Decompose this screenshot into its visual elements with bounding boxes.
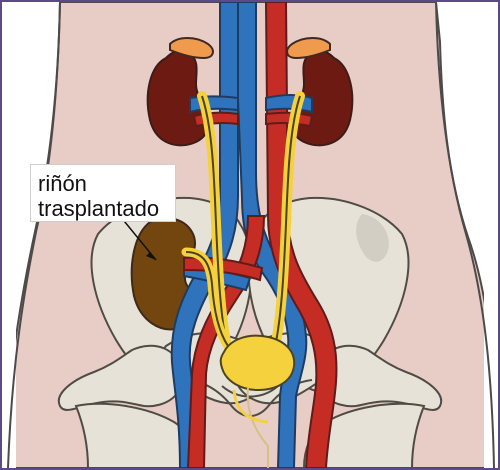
label-line-2: trasplantado [38, 196, 169, 221]
label-line-1: riñón [38, 171, 169, 196]
transplanted-kidney-label: riñón trasplantado [30, 164, 176, 222]
